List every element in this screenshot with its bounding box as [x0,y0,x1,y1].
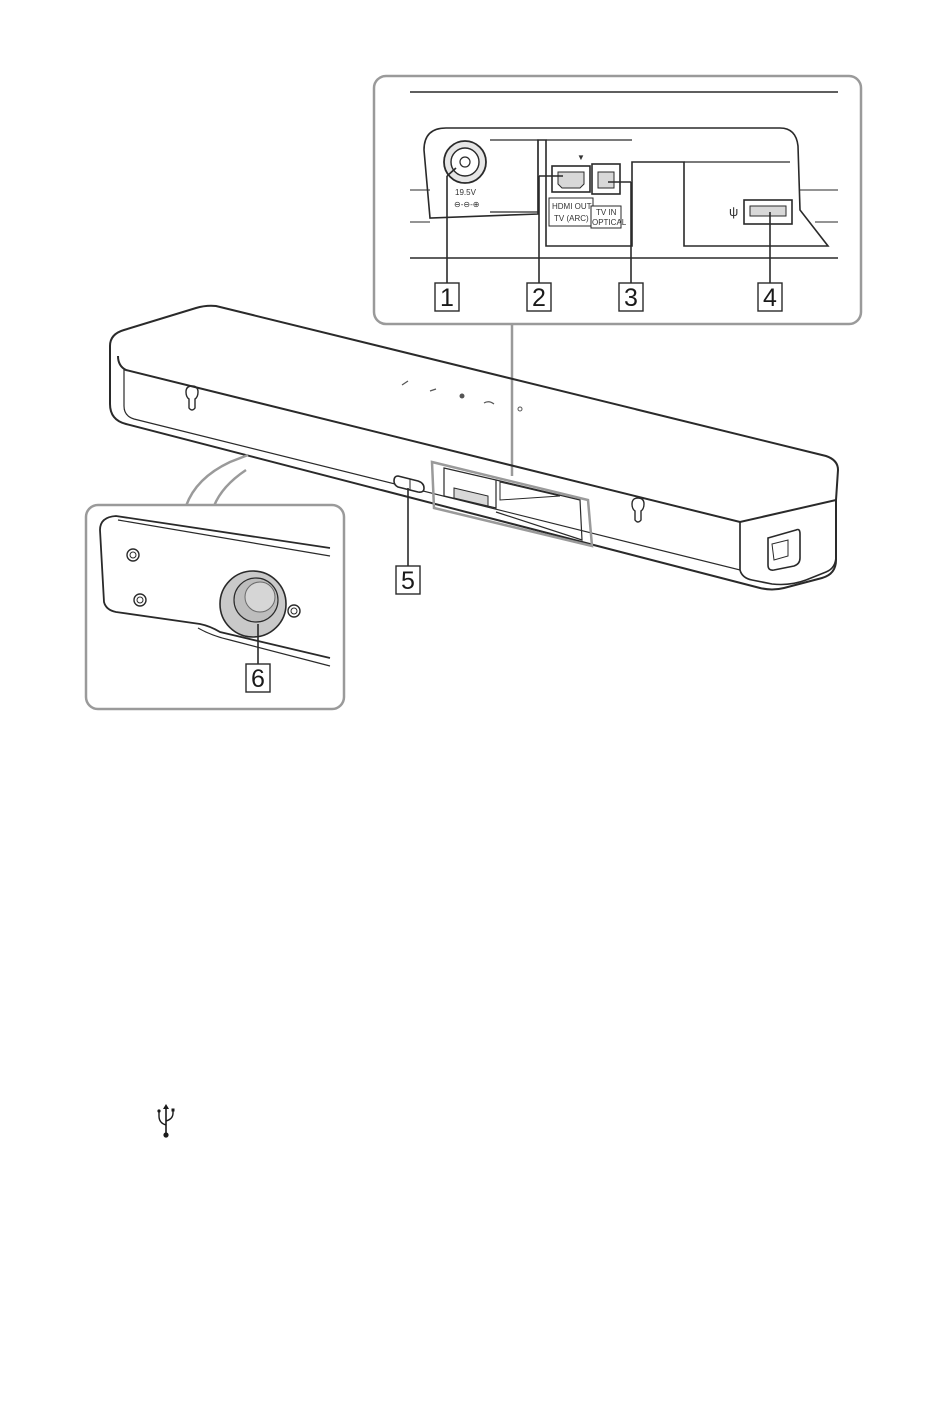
wall-mount-hole-left [186,386,198,410]
dc-shroud [490,140,538,212]
optical-label-line2: OPTICAL [592,218,627,227]
top-control-buttons [402,381,522,411]
screw-hole [288,605,300,617]
bottom-detail-inset: 6 [86,455,344,709]
hdmi-label-line1: HDMI OUT [552,202,592,211]
hdmi-out-port: ▼ HDMI OUT TV (ARC) [549,153,593,226]
svg-text:2: 2 [532,284,546,312]
remote-sensor [394,476,424,492]
end-cap-slot-inner [772,540,788,560]
callout-6: 6 [246,664,270,693]
callout-3: 3 [619,283,643,312]
speaker-foot [220,571,286,637]
callout-1: 1 [435,283,459,312]
soundbar-top [110,306,838,500]
callout-5: 5 [396,566,420,595]
svg-text:3: 3 [624,284,638,312]
rear-panel-inset: 19.5V ⊖-⊖-⊕ ▼ HDMI OUT TV (ARC) TV IN OP… [374,76,861,324]
svg-text:5: 5 [401,567,415,595]
hdmi-label-line2: TV (ARC) [554,214,589,223]
callout-2: 2 [527,283,551,312]
dc-in-jack: 19.5V ⊖-⊖-⊕ [444,141,486,209]
usb-port: ψ [729,200,792,224]
zoom-leader [214,470,246,506]
usb-icon [156,1103,176,1139]
optical-label-line1: TV IN [596,208,617,217]
hdmi-arrow: ▼ [577,153,585,162]
svg-text:1: 1 [440,284,454,312]
optical-in-port: TV IN OPTICAL [591,164,627,228]
callout-4: 4 [758,283,782,312]
dc-voltage-label: 19.5V [455,188,477,197]
detail-inset-frame [86,505,344,709]
wall-mount-hole-right [632,498,644,522]
screw-hole [127,549,139,561]
screw-hole [134,594,146,606]
connector-recess [424,128,828,246]
usb-marker: ψ [729,204,738,219]
svg-text:6: 6 [251,665,265,693]
dc-polarity-label: ⊖-⊖-⊕ [454,200,479,209]
svg-text:4: 4 [763,284,777,312]
